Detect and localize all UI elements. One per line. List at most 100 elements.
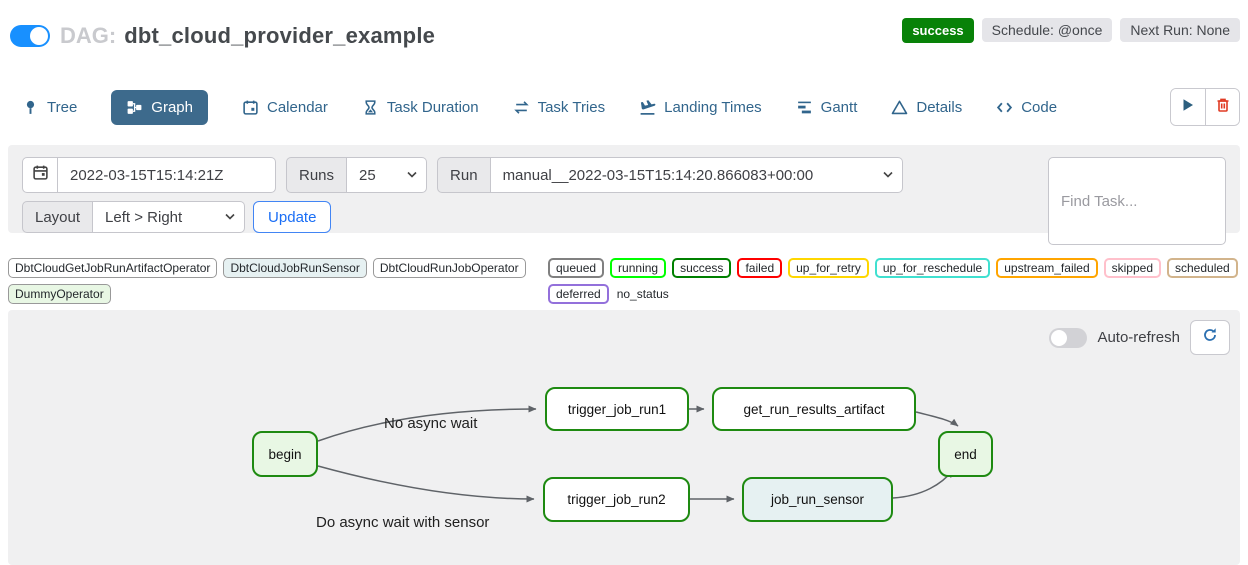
status-chip-failed[interactable]: failed: [737, 258, 783, 278]
status-chip-upstream_failed[interactable]: upstream_failed: [996, 258, 1098, 278]
tab-tree[interactable]: Tree: [22, 99, 77, 116]
dag-node-end[interactable]: end: [938, 431, 993, 477]
dag-node-job_run_sensor[interactable]: job_run_sensor: [742, 477, 893, 522]
tab-label: Calendar: [267, 98, 328, 116]
num-runs-value: 25: [359, 166, 376, 184]
dag-prefix-label: DAG:: [60, 23, 117, 48]
dag-node-get_run_results_artifact[interactable]: get_run_results_artifact: [712, 387, 916, 431]
tab-label: Code: [1021, 98, 1058, 116]
chevron-down-icon: [225, 213, 235, 221]
pin-icon: [22, 99, 39, 116]
edge-label-2: Do async wait with sensor: [316, 514, 490, 531]
tab-label: Task Duration: [386, 98, 479, 116]
tab-label: Details: [916, 98, 963, 116]
operator-legend-row-2: DummyOperator: [8, 284, 548, 304]
schedule-badge: Schedule: @once: [981, 17, 1113, 42]
next-run-badge: Next Run: None: [1120, 17, 1240, 42]
refresh-icon: [1202, 327, 1218, 348]
dag-edges: [317, 405, 959, 503]
status-chip-success[interactable]: success: [672, 258, 732, 278]
status-label-no-status: no_status: [616, 287, 669, 301]
dag-title: dbt_cloud_provider_example: [124, 23, 436, 48]
runs-label: Runs: [286, 157, 348, 193]
run-value: manual__2022-03-15T15:14:20.866083+00:00: [502, 166, 814, 184]
layout-value: Left > Right: [105, 208, 183, 226]
dag-node-trigger_job_run1[interactable]: trigger_job_run1: [545, 387, 689, 431]
gantt-icon: [796, 99, 813, 116]
tab-gantt[interactable]: Gantt: [796, 98, 858, 116]
dag-pause-toggle[interactable]: [10, 25, 50, 47]
tab-task-duration[interactable]: Task Duration: [362, 99, 479, 116]
edge-begin-trigger2: [317, 465, 535, 503]
layout-select[interactable]: Left > Right: [93, 201, 246, 233]
tab-label: Tree: [47, 98, 78, 116]
chevron-down-icon: [882, 171, 893, 179]
status-chip-queued[interactable]: queued: [548, 258, 605, 278]
dag-header: DAG: dbt_cloud_provider_example success …: [10, 16, 1240, 56]
tab-details[interactable]: Details: [891, 99, 962, 116]
operator-chip-dbtcloudrunjoboperator[interactable]: DbtCloudRunJobOperator: [372, 258, 526, 278]
dag-node-begin[interactable]: begin: [252, 431, 318, 477]
graph-icon: [126, 99, 143, 116]
triangle-icon: [891, 99, 908, 116]
tab-calendar[interactable]: Calendar: [242, 99, 328, 116]
status-chip-scheduled[interactable]: scheduled: [1167, 258, 1238, 278]
trigger-dag-button[interactable]: [1171, 89, 1205, 125]
status-badge[interactable]: success: [902, 17, 974, 43]
find-task-input[interactable]: [1048, 157, 1226, 245]
status-chip-up_for_reschedule[interactable]: up_for_reschedule: [874, 258, 991, 278]
header-badges: success Schedule: @once Next Run: None: [902, 17, 1240, 43]
filter-row-2: Layout Left > Right Update: [22, 201, 1226, 233]
status-legend-row-2: deferred no_status: [548, 284, 1240, 304]
refresh-button[interactable]: [1190, 320, 1230, 355]
dag-node-trigger_job_run2[interactable]: trigger_job_run2: [543, 477, 690, 522]
edge-begin-trigger1: [317, 405, 537, 442]
date-picker-button[interactable]: [22, 157, 58, 193]
delete-dag-button[interactable]: [1205, 89, 1239, 125]
tab-task-tries[interactable]: Task Tries: [513, 98, 606, 116]
auto-refresh-label: Auto-refresh: [1097, 329, 1180, 346]
toggle-knob: [30, 27, 48, 45]
chevron-down-icon: [407, 171, 417, 179]
update-button[interactable]: Update: [253, 201, 332, 233]
operator-chip-dummyoperator[interactable]: DummyOperator: [8, 284, 111, 304]
edge-label-1: No async wait: [384, 415, 478, 432]
base-date-input[interactable]: [58, 157, 276, 193]
status-chip-deferred[interactable]: deferred: [548, 284, 609, 304]
dag-action-buttons: [1170, 88, 1240, 126]
filter-panel: Runs 25 Run manual__2022-03-15T15:14:20.…: [8, 145, 1240, 245]
tab-graph[interactable]: Graph: [111, 89, 208, 125]
auto-refresh-toggle[interactable]: [1049, 327, 1088, 348]
tab-label: Gantt: [820, 98, 858, 116]
plane-landing-icon: [639, 99, 656, 116]
tab-label: Task Tries: [537, 98, 606, 116]
tab-label: Graph: [151, 98, 193, 116]
status-chip-running[interactable]: running: [610, 258, 667, 278]
status-chip-up_for_retry[interactable]: up_for_retry: [788, 258, 869, 278]
tab-landing-times[interactable]: Landing Times: [639, 99, 762, 116]
repeat-icon: [513, 99, 530, 116]
trash-icon: [1215, 97, 1231, 118]
tab-bar: Tree Graph Calendar Task Duration Task Tries…: [22, 88, 1057, 126]
num-runs-select[interactable]: 25: [347, 157, 428, 193]
run-label: Run: [437, 157, 491, 193]
toggle-knob: [1051, 329, 1068, 346]
refresh-bar: Auto-refresh: [1049, 320, 1230, 355]
hourglass-icon: [362, 99, 379, 116]
operator-chip-dbtcloudgetjobrunartifactoperator[interactable]: DbtCloudGetJobRunArtifactOperator: [8, 258, 218, 278]
tab-label: Landing Times: [664, 98, 762, 116]
filter-row-1: Runs 25 Run manual__2022-03-15T15:14:20.…: [22, 157, 1226, 245]
tab-code[interactable]: Code: [996, 99, 1057, 116]
calendar-icon: [242, 99, 259, 116]
run-select[interactable]: manual__2022-03-15T15:14:20.866083+00:00: [490, 157, 903, 193]
operator-chip-dbtcloudjobrunsensor[interactable]: DbtCloudJobRunSensor: [223, 258, 367, 278]
status-chip-skipped[interactable]: skipped: [1103, 258, 1161, 278]
edge-artifact-end: [915, 411, 959, 427]
play-icon: [1180, 97, 1196, 118]
graph-panel: Auto-refresh begin trigger_job_run1 get_ru…: [8, 310, 1240, 565]
